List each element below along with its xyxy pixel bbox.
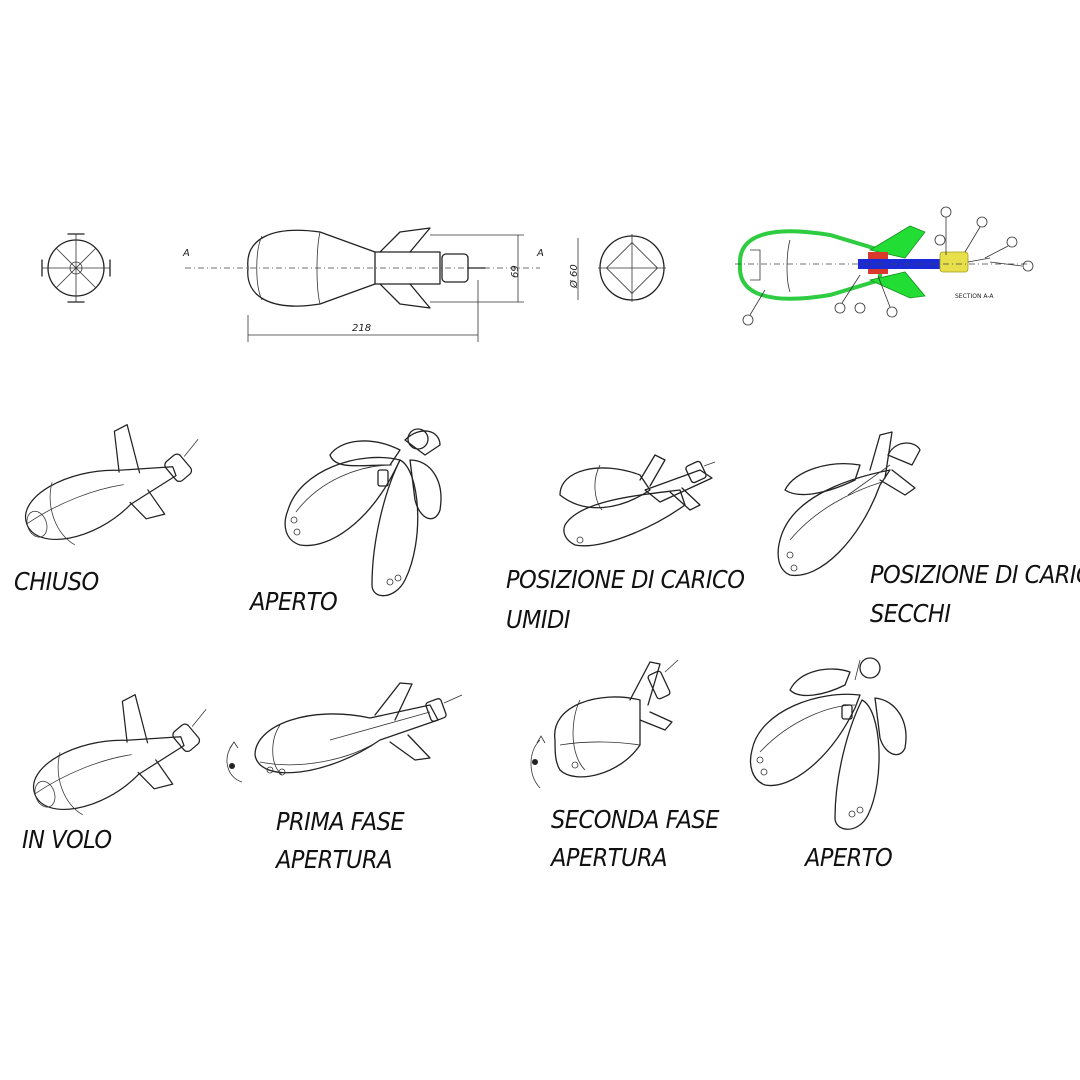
label-aperto-1: APERTO (248, 587, 337, 616)
illustration-carico-secchi (777, 431, 921, 577)
section-title: SECTION A-A (955, 293, 994, 300)
dimension-diameter: Ø 60 (568, 264, 580, 289)
dimension-height: 69 (510, 265, 521, 278)
front-view (41, 233, 111, 303)
illustration-seconda-fase (530, 659, 679, 789)
label-prima-fase-2: APERTURA (274, 845, 392, 874)
label-posizione-carico-umidi-1: POSIZIONE DI CARICO (506, 565, 744, 594)
section-view: SECTION A-A (735, 206, 1034, 326)
section-marker-right: A (536, 248, 544, 259)
label-posizione-carico-umidi-2: UMIDI (506, 605, 571, 634)
label-posizione-carico-secchi-2: SECCHI (870, 599, 951, 628)
rear-view: Ø 60 (568, 234, 666, 302)
label-aperto-2: APERTO (803, 843, 892, 872)
illustration-carico-umidi (559, 454, 716, 547)
label-seconda-fase-2: APERTURA (549, 843, 667, 872)
side-view: A A 218 69 (182, 227, 544, 342)
illustration-in-volo (13, 672, 227, 831)
illustration-aperto-2 (749, 657, 907, 830)
illustration-prima-fase (226, 682, 463, 783)
label-seconda-fase-1: SECONDA FASE (551, 805, 720, 834)
illustration-aperto-1 (284, 428, 442, 597)
label-chiuso: CHIUSO (14, 567, 99, 596)
illustration-chiuso (5, 402, 219, 561)
label-in-volo: IN VOLO (22, 825, 112, 854)
label-posizione-carico-secchi-1: POSIZIONE DI CARICO (870, 560, 1080, 589)
label-prima-fase-1: PRIMA FASE (276, 807, 405, 836)
dimension-length: 218 (352, 323, 371, 334)
section-marker-left: A (182, 248, 190, 259)
